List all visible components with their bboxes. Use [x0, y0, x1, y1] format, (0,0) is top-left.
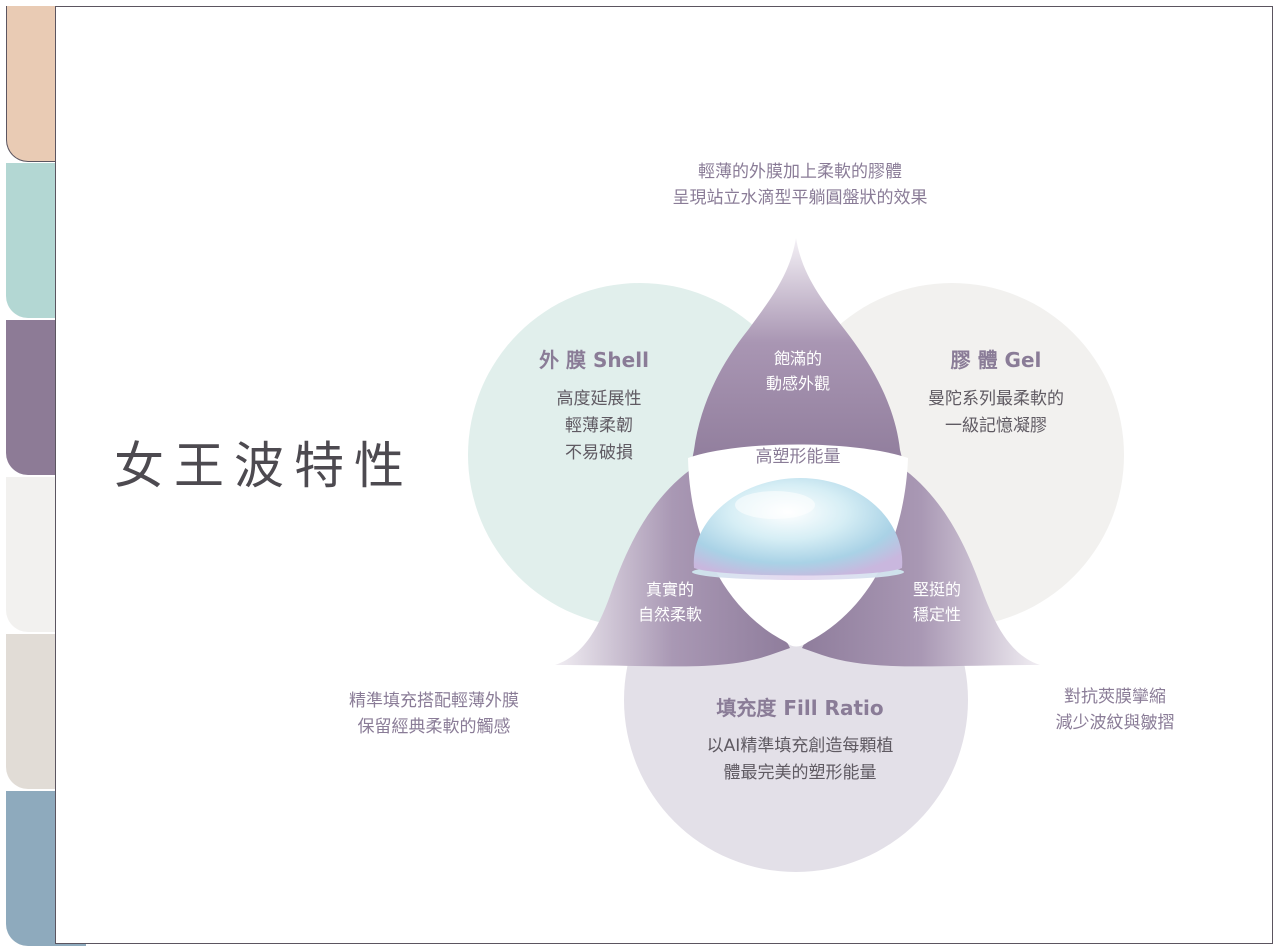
top-caption-line-2: 呈現站立水滴型平躺圓盤狀的效果 — [672, 188, 928, 208]
overlap-gel-fill-line-1: 堅挺的 — [912, 580, 961, 599]
right-caption-line-2: 減少波紋與皺摺 — [1055, 713, 1175, 733]
shell-description: 高度延展性 輕薄柔韌 不易破損 — [504, 386, 694, 467]
shell-line-2: 輕薄柔韌 — [565, 416, 633, 436]
overlap-shell-fill — [555, 468, 790, 667]
overlap-shell-gel-line-1: 飽滿的 — [773, 349, 822, 368]
overlap-shell-gel-line-2: 動感外觀 — [765, 374, 830, 393]
overlap-shell-fill-line-2: 自然柔軟 — [637, 605, 702, 624]
top-caption-line-1: 輕薄的外膜加上柔軟的膠體 — [698, 162, 902, 182]
overlap-shell-fill-label: 真實的 自然柔軟 — [616, 577, 724, 627]
left-caption: 精準填充搭配輕薄外膜 保留經典柔軟的觸感 — [314, 688, 554, 740]
overlap-gel-fill — [802, 468, 1040, 667]
top-caption: 輕薄的外膜加上柔軟的膠體 呈現站立水滴型平躺圓盤狀的效果 — [600, 159, 1000, 211]
page-title: 女王波特性 — [114, 437, 414, 495]
fill-heading: 填充度 Fill Ratio — [716, 696, 884, 720]
overlap-gel-fill-label: 堅挺的 穩定性 — [884, 577, 990, 627]
overlap-shell-gel-label: 飽滿的 動感外觀 — [740, 346, 856, 396]
overlap-gel-fill-line-2: 穩定性 — [912, 605, 961, 624]
implant-icon — [692, 478, 904, 580]
overlap-shell-fill-line-1: 真實的 — [645, 580, 694, 599]
right-caption: 對抗莢膜攣縮 減少波紋與皺摺 — [1030, 684, 1200, 736]
overlap-shell-gel — [690, 238, 905, 470]
shell-line-3: 不易破損 — [565, 443, 633, 463]
gel-description: 曼陀系列最柔軟的 一級記憶凝膠 — [896, 386, 1096, 440]
gel-line-2: 一級記憶凝膠 — [945, 416, 1047, 436]
shell-heading: 外 膜 Shell — [539, 348, 649, 372]
gel-line-1: 曼陀系列最柔軟的 — [928, 389, 1064, 409]
fill-line-2: 體最完美的塑形能量 — [723, 763, 877, 783]
shell-line-1: 高度延展性 — [556, 389, 642, 409]
left-caption-line-1: 精準填充搭配輕薄外膜 — [349, 691, 519, 711]
gel-heading: 膠 體 Gel — [950, 348, 1042, 372]
right-caption-line-1: 對抗莢膜攣縮 — [1064, 687, 1166, 707]
left-caption-line-2: 保留經典柔軟的觸感 — [357, 717, 511, 737]
center-label: 高塑形能量 — [755, 447, 841, 467]
fill-description: 以AI精準填充創造每顆植 體最完美的塑形能量 — [670, 733, 930, 787]
fill-line-1: 以AI精準填充創造每顆植 — [706, 736, 894, 756]
